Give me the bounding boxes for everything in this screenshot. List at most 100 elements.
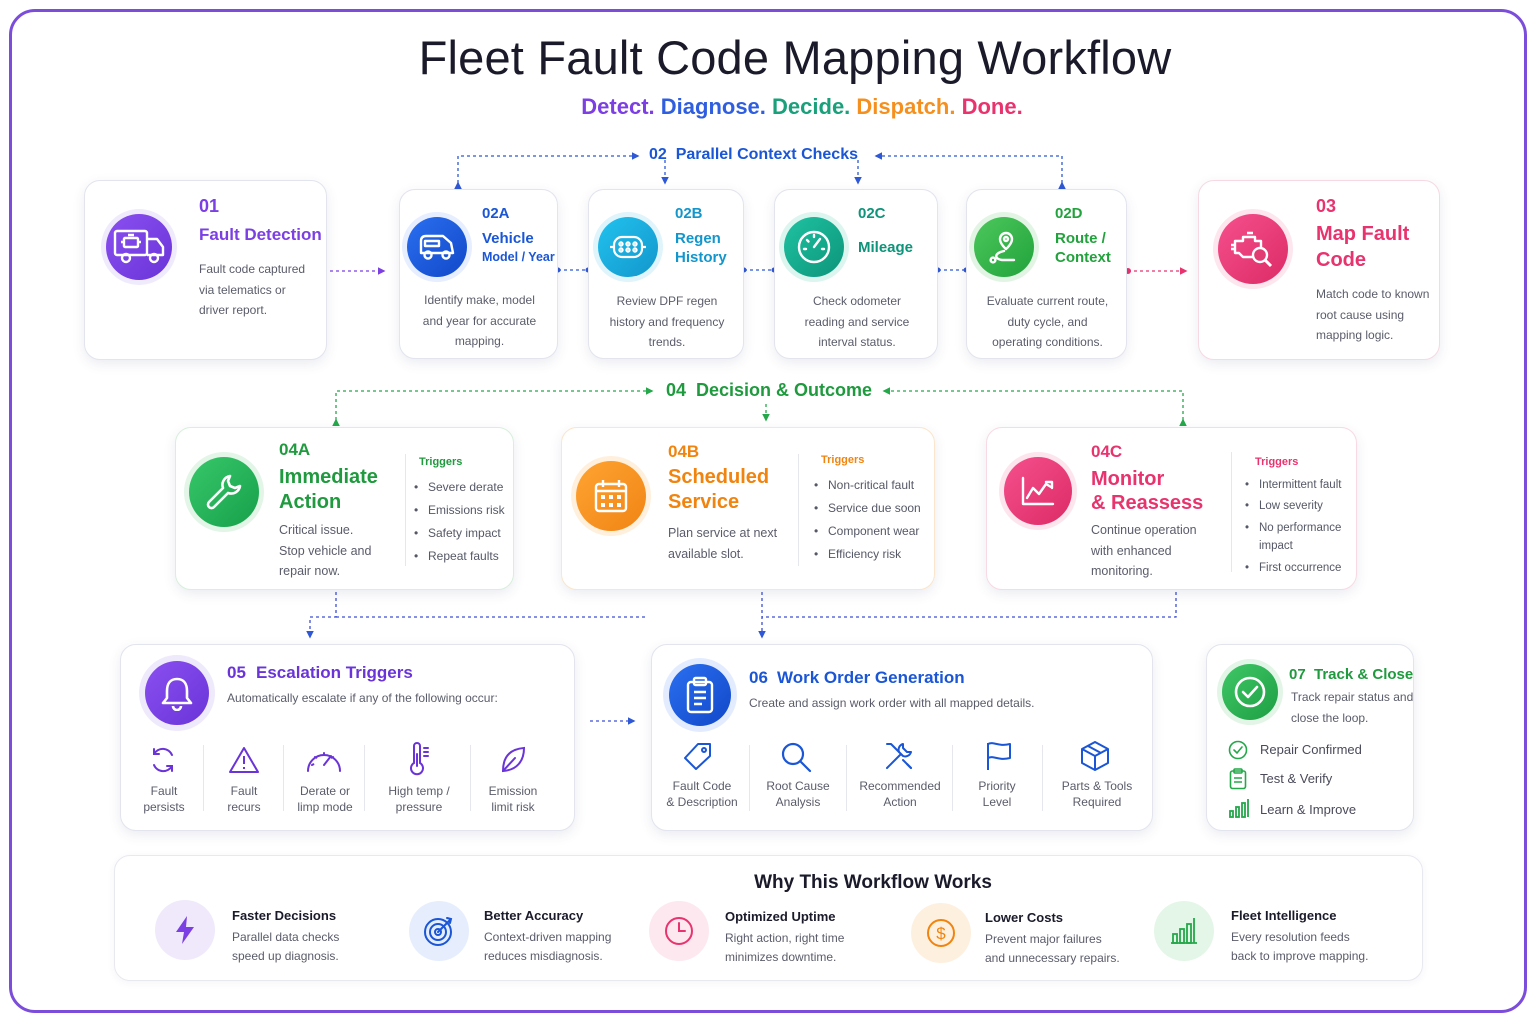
step-04a-number: 04A — [279, 440, 311, 459]
page-tagline: Detect. Diagnose. Decide. Dispatch. Done… — [0, 94, 1536, 120]
step-06-number: 06 — [749, 668, 768, 687]
engine-search-icon — [1218, 214, 1288, 284]
check-icon — [1228, 740, 1248, 760]
step-04c-title-line1: Monitor — [1091, 468, 1165, 490]
step-02a-title-line1: Vehicle — [482, 230, 534, 247]
card-vehicle-model-year[interactable]: 02A Vehicle Model / Year Identify make, … — [399, 189, 558, 359]
why-item-fleet-intelligence-title: Fleet Intelligence — [1231, 908, 1337, 923]
step-02c-title: Mileage — [858, 239, 914, 256]
why-item-better-accuracy-title: Better Accuracy — [484, 908, 584, 923]
warning-icon — [228, 745, 260, 775]
tagline-dispatch: Dispatch. — [856, 94, 956, 119]
step-01-number: 01 — [199, 196, 220, 216]
speedometer-icon — [305, 745, 343, 775]
wrench-icon — [189, 457, 259, 527]
leaf-icon — [498, 744, 528, 776]
svg-text:$: $ — [936, 924, 946, 943]
track-item-learn-improve: Learn & Improve — [1260, 802, 1357, 817]
track-item-repair-confirmed: Repair Confirmed — [1260, 742, 1362, 757]
step-07-title: Track & Close — [1314, 666, 1414, 683]
step-01-title: Fault Detection — [199, 225, 322, 244]
step-02d-title-line2: Context — [1055, 249, 1111, 266]
trigger-item: First occurrence — [1245, 560, 1341, 583]
clipboard-icon — [669, 664, 731, 726]
step-05-number: 05 — [227, 663, 246, 682]
bell-icon — [145, 661, 209, 725]
step-04c-triggers: Intermittent fault Low severity No perfo… — [1245, 477, 1341, 583]
trigger-item: Service due soon — [814, 500, 921, 523]
card-work-order-generation[interactable]: 06 Work Order Generation Create and assi… — [651, 644, 1153, 831]
trigger-item: Repeat faults — [414, 548, 505, 571]
trigger-item: Severe derate — [414, 479, 505, 502]
tagline-diagnose: Diagnose. — [660, 94, 766, 119]
page-title: Fleet Fault Code Mapping Workflow — [418, 31, 1172, 84]
tag-icon — [683, 741, 713, 771]
flag-icon — [984, 740, 1014, 772]
step-04b-title-line1: Scheduled — [668, 466, 770, 488]
card-scheduled-service[interactable]: 04B Scheduled Service Plan service at ne… — [561, 427, 935, 590]
trigger-item: No performance — [1245, 520, 1341, 538]
gauge-icon — [784, 217, 844, 277]
clock-icon — [649, 901, 709, 961]
refresh-icon — [147, 745, 179, 775]
checklist-icon — [1229, 768, 1247, 790]
card-immediate-action[interactable]: 04A Immediate Action Critical issue.Stop… — [175, 427, 514, 590]
step-03-number: 03 — [1316, 196, 1337, 216]
step-07-number: 07 — [1289, 666, 1306, 683]
step-02a-number: 02A — [482, 205, 510, 222]
step-03-title-line2: Code — [1316, 249, 1366, 271]
tools-icon — [883, 740, 915, 772]
step-02b-title-line2: History — [675, 249, 727, 266]
trigger-item: Component wear — [814, 523, 921, 546]
trigger-item: Low severity — [1245, 498, 1341, 520]
step-04a-triggers-label: Triggers — [419, 456, 463, 468]
tagline-decide: Decide. — [772, 94, 851, 119]
trend-chart-icon — [1004, 457, 1072, 525]
step-03-title-line1: Map Fault — [1316, 223, 1410, 245]
growth-chart-icon — [1154, 901, 1214, 961]
step-02a-title-line2: Model / Year — [482, 250, 555, 264]
trigger-item-continued: impact — [1259, 540, 1293, 552]
step-06-description: Create and assign work order with all ma… — [749, 696, 1035, 710]
magnifier-icon — [780, 741, 812, 773]
card-escalation-triggers[interactable]: 05 Escalation Triggers Automatically esc… — [120, 644, 575, 831]
lightning-icon — [155, 900, 215, 960]
track-item-test-verify: Test & Verify — [1260, 771, 1333, 786]
target-icon — [409, 901, 469, 961]
why-workflow-title: Why This Workflow Works — [754, 872, 992, 893]
thermometer-icon — [403, 742, 433, 776]
dpf-filter-icon — [598, 217, 658, 277]
step-06-title: Work Order Generation — [777, 668, 965, 687]
card-route-context[interactable]: 02D Route / Context Evaluate current rou… — [966, 189, 1127, 359]
step-04a-triggers: Severe derate Emissions risk Safety impa… — [414, 479, 505, 571]
step-04a-title-line2: Action — [279, 491, 342, 513]
step-02d-title-line1: Route / — [1055, 230, 1106, 247]
card-track-close[interactable]: 07 Track & Close Track repair status and… — [1206, 644, 1414, 831]
card-monitor-reassess[interactable]: 04C Monitor & Reassess Continue operatio… — [986, 427, 1357, 590]
step-02c-number: 02C — [858, 205, 886, 222]
why-workflow-panel: Why This Workflow Works Faster Decisions… — [114, 855, 1423, 981]
work-order-item-fault-code: Fault Code& Description — [666, 779, 738, 809]
